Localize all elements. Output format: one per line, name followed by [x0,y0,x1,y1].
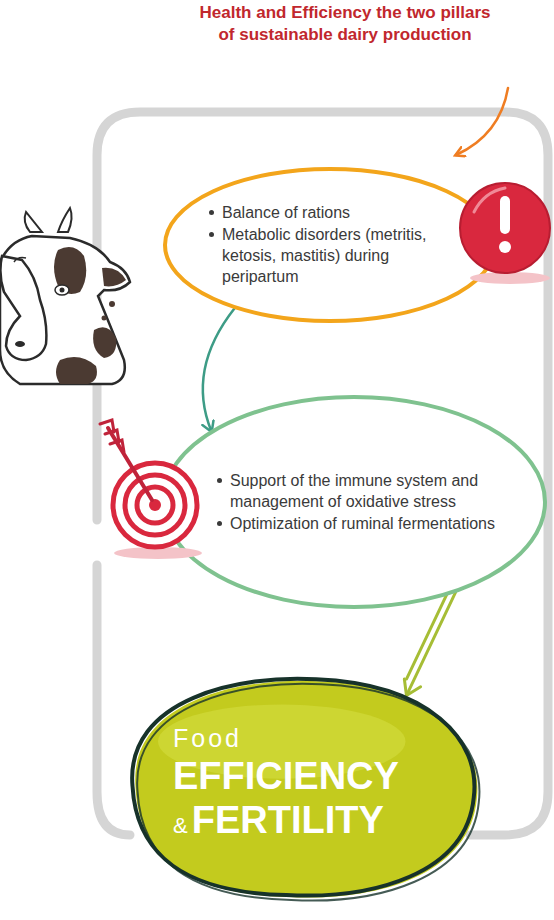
target-icon [100,420,202,559]
ellipse-outline [165,169,495,321]
ampersand: & [173,813,188,838]
connector [407,589,456,695]
bullet-item: Metabolic disorders (metritis, ketosis, … [208,224,458,287]
ellipse-outline [162,166,498,324]
bullet-item: Support of the immune system and managem… [216,470,516,512]
bullet-item: Balance of rations [208,202,458,223]
bullet-dot [217,478,222,483]
alert-icon [460,183,550,284]
result-word: EFFICIENCY [173,754,473,798]
bullet-text: Metabolic disorders (metritis, ketosis, … [222,226,427,285]
connector [203,308,235,431]
blob-outline [137,684,479,901]
text-box: Support of the immune system and managem… [216,470,516,535]
bullet-dot [209,210,214,215]
bullet-dot [209,232,214,237]
bullet-text: Support of the immune system and managem… [230,472,478,510]
result-row: &FERTILITY [173,798,473,842]
result-small: Food [173,722,473,754]
connector-line [203,308,235,431]
cow-illustration [0,208,130,384]
bullet-text: Optimization of ruminal fermentations [230,515,495,532]
frame-line [97,565,130,835]
diagram-title: Health and Efficiency the two pillars of… [190,2,500,46]
result-word: FERTILITY [192,799,384,841]
text-box: FoodEFFICIENCY&FERTILITY [173,722,473,842]
solution-ellipse: Support of the immune system and managem… [160,394,548,610]
ellipse-outline [163,397,545,607]
problem-ellipse: Balance of rationsMetabolic disorders (m… [162,166,498,324]
blob-fill [135,681,477,898]
text-box: Balance of rationsMetabolic disorders (m… [208,202,458,288]
bullet-text: Balance of rations [222,204,350,221]
connector-line [407,592,456,695]
bullet-dot [217,521,222,526]
bullet-item: Optimization of ruminal fermentations [216,513,516,534]
result-blob: FoodEFFICIENCY&FERTILITY [113,672,488,904]
title-arrow [456,88,508,155]
